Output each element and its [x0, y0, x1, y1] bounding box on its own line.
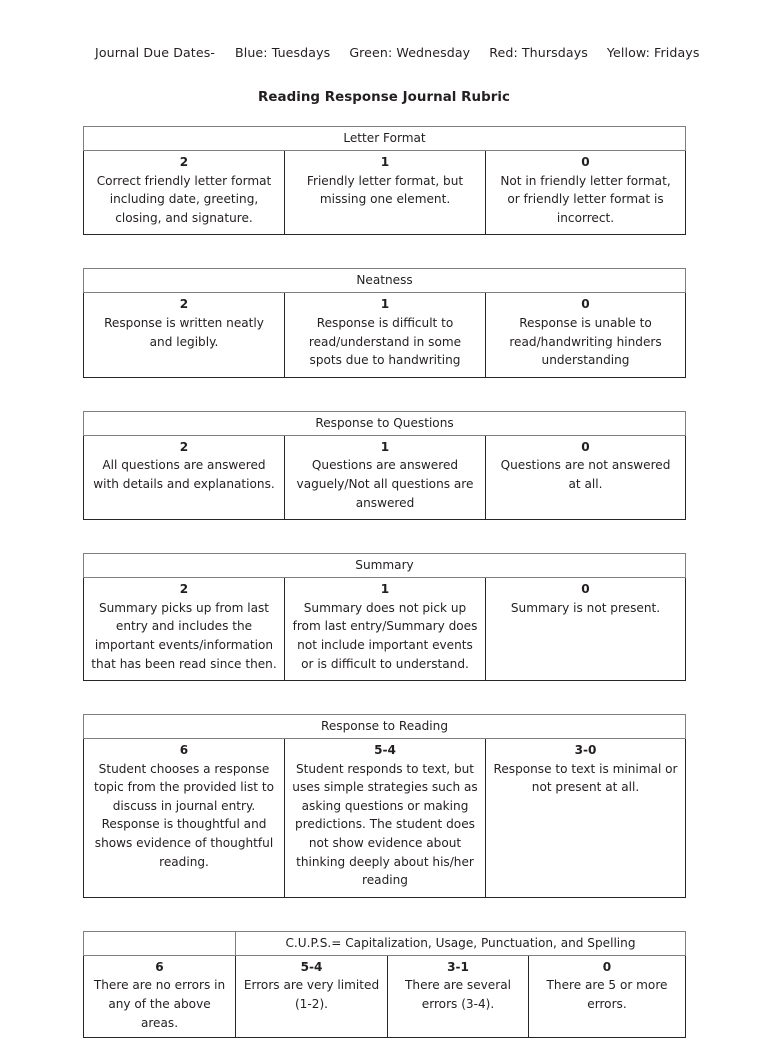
rubric-score-label: 0 [581, 439, 590, 454]
journal-due-dates-line: Journal Due Dates- Blue: Tuesdays Green: W… [95, 44, 699, 61]
rubric-criterion-description: Response to text is minimal or not prese… [493, 761, 678, 795]
rubric-criterion-description: Response is difficult to read/understand… [308, 315, 462, 368]
page-title: Reading Response Journal Rubric [257, 90, 511, 105]
rubric-score-label: 0 [581, 155, 590, 169]
rubric-criterion-description: Not in friendly letter format, or friend… [500, 173, 671, 225]
rubric-score-label: 3-1 [447, 959, 469, 974]
rubric-score-label: 6 [179, 743, 189, 758]
rubric-score-label: 2 [179, 582, 189, 597]
rubric-category-title: Neatness [82, 268, 687, 294]
rubric-table: C.U.P.S.= Capitalization, Usage, Punctua… [83, 930, 687, 1038]
rubric-category-blank-cell [83, 930, 236, 956]
rubric-category-title: Response to Questions [82, 410, 687, 436]
rubric-criterion-description: All questions are answered with details … [93, 458, 275, 491]
rubric-criterion-description: Summary does not pick up from last entry… [292, 600, 478, 671]
rubric-score-label: 5-4 [374, 743, 396, 758]
rubric-category-row: Neatness [82, 268, 687, 294]
rubric-category-row: Response to Questions [82, 410, 687, 436]
rubric-criterion-description: Response is written neatly and legibly. [104, 315, 264, 349]
rubric-criterion-description: There are several errors (3-4). [405, 978, 511, 1012]
rubric-criterion-description: Errors are very limited (1-2). [243, 978, 380, 1012]
rubric-criterion-description: There are 5 or more errors. [546, 978, 668, 1012]
rubric-score-label: 1 [380, 582, 390, 597]
rubric-criterion-description: Student responds to text, but uses simpl… [292, 761, 478, 888]
rubric-criterion-description: Questions are not answered at all. [500, 458, 671, 491]
rubric-score-label: 3-0 [574, 743, 597, 758]
rubric-criterion-description: Correct friendly letter format including… [96, 173, 272, 225]
rubric-score-label: 2 [179, 297, 189, 312]
rubric-score-label: 6 [155, 959, 164, 974]
rubric-category-row: C.U.P.S.= Capitalization, Usage, Punctua… [83, 930, 687, 956]
rubric-criterion-description: Summary picks up from last entry and inc… [91, 600, 277, 671]
rubric-score-label: 1 [380, 155, 390, 169]
due-date-red: Red: Thursdays [489, 45, 588, 60]
rubric-score-label: 0 [581, 582, 590, 597]
rubric-category-title: Response to Reading [82, 714, 687, 740]
rubric-score-label: 0 [602, 959, 612, 974]
rubric-category-title: Summary [83, 553, 686, 579]
rubric-category-row: Letter Format [82, 126, 687, 151]
rubric-category-row: Response to Reading [82, 714, 687, 740]
rubric-score-label: 2 [179, 155, 189, 169]
rubric-category-title: Letter Format [82, 126, 687, 151]
rubric-category-title: C.U.P.S.= Capitalization, Usage, Punctua… [234, 930, 687, 956]
rubric-criterion-description: Student chooses a response topic from th… [93, 761, 275, 869]
rubric-criterion-description: Summary is not present. [510, 600, 661, 615]
rubric-score-label: 1 [380, 297, 390, 312]
rubric-criterion-description: Response is unable to read/handwriting h… [509, 315, 662, 368]
due-date-blue: Blue: Tuesdays [235, 45, 331, 60]
due-date-green: Green: Wednesday [349, 45, 471, 60]
rubric-score-label: 5-4 [300, 959, 323, 974]
rubric-criterion-description: Questions are answered vaguely/Not all q… [296, 458, 474, 510]
rubric-criterion-description: Friendly letter format, but missing one … [306, 173, 464, 207]
rubric-score-label: 0 [581, 297, 590, 312]
due-dates-label: Journal Due Dates- [95, 45, 215, 60]
rubric-score-label: 1 [380, 439, 390, 454]
rubric-score-label: 2 [179, 439, 189, 454]
rubric-category-row: Summary [83, 553, 686, 579]
due-date-yellow: Yellow: Fridays [606, 45, 700, 60]
